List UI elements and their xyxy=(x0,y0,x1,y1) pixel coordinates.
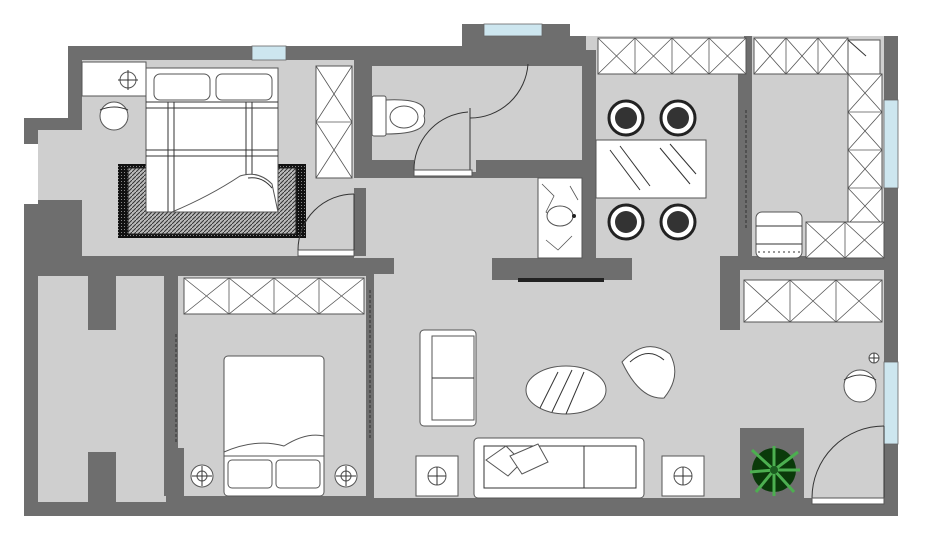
double-bed-icon xyxy=(145,67,279,213)
second-bedroom xyxy=(175,277,371,497)
wash-basin-icon xyxy=(518,177,604,282)
stove-icon xyxy=(755,211,803,259)
dining-chair-icon xyxy=(607,99,697,241)
master-bedroom xyxy=(81,61,355,257)
window xyxy=(251,45,287,61)
armchair-icon xyxy=(419,329,477,427)
shower-door-icon xyxy=(413,63,529,177)
bathroom xyxy=(371,63,529,177)
wardrobe-icon xyxy=(315,65,353,179)
interior-walls xyxy=(24,40,898,516)
door-icon xyxy=(297,193,355,257)
dining-area xyxy=(595,37,747,241)
lower-cabinets-icon xyxy=(743,279,883,323)
toilet-icon xyxy=(371,95,426,137)
window xyxy=(883,361,899,445)
upper-cabinets-icon xyxy=(753,37,849,75)
round-stool-icon xyxy=(843,352,880,403)
oval-coffee-table-icon xyxy=(525,365,607,415)
entry-door-icon[interactable] xyxy=(811,425,885,505)
kitchen xyxy=(753,37,885,259)
living-room xyxy=(415,279,885,505)
nightstand-lamp-icon xyxy=(190,464,358,488)
kitchen-counter-icon xyxy=(805,39,885,259)
wardrobe-icon xyxy=(183,277,365,315)
armchair-icon xyxy=(621,346,676,399)
sofa-icon xyxy=(473,437,645,499)
round-stool-icon xyxy=(99,101,129,131)
window xyxy=(883,99,899,189)
double-bed-icon xyxy=(223,355,325,497)
lamp-icon xyxy=(118,70,138,90)
upper-cabinets-icon xyxy=(597,37,747,75)
potted-plant-icon xyxy=(749,446,800,496)
windows xyxy=(251,23,899,445)
side-table-lamp-icon xyxy=(415,455,705,497)
window xyxy=(483,23,543,37)
dining-table-icon xyxy=(595,139,707,199)
